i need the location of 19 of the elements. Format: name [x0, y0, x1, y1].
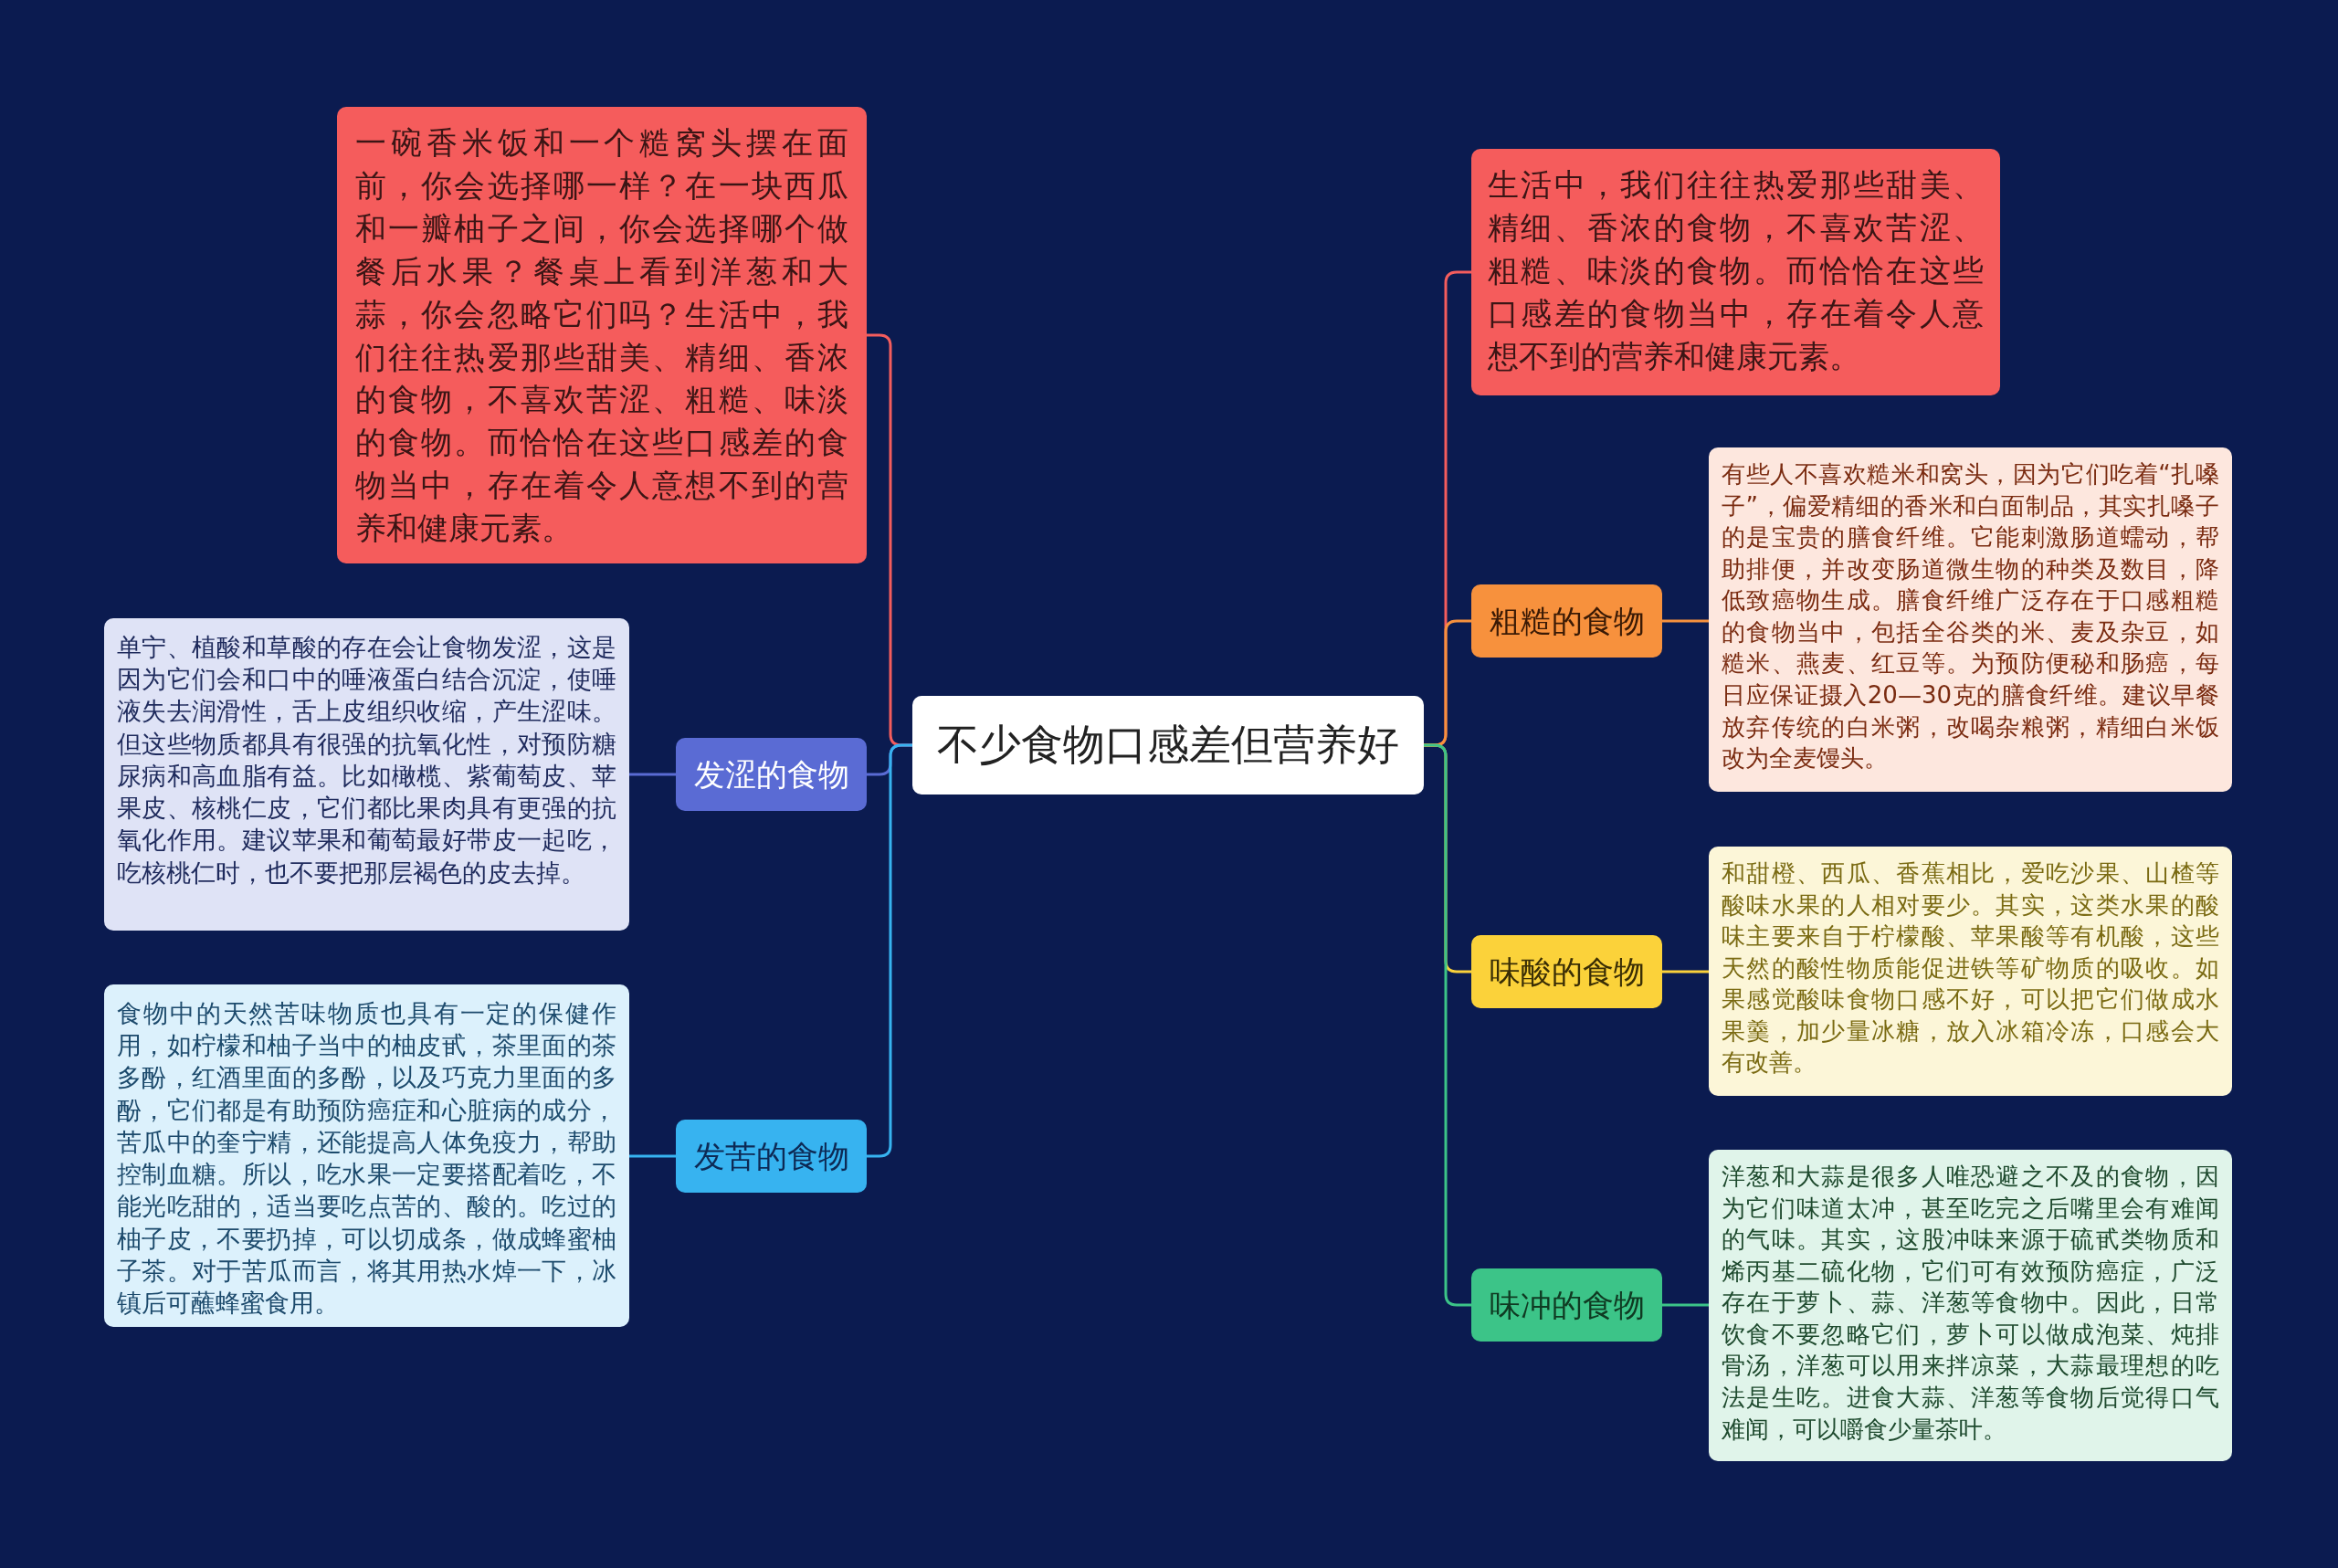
connector-line	[629, 1154, 676, 1158]
text-box: 单宁、植酸和草酸的存在会让食物发涩，这是因为它们会和口中的唾液蛋白结合沉淀，使唾液失去润滑性，舌上皮组织收缩，产生涩味。但这些物质都具有很强的抗氧化性，对预防糖尿病和高血脂有益。比如橄榄、紫葡萄皮、苹果皮、核桃仁皮，它们都比果肉具有更强的抗氧化作用。建议苹果和葡萄最好带皮一起吃，吃核桃仁时，也不要把那层褐色的皮去掉。	[104, 618, 629, 931]
connector-line	[629, 773, 676, 776]
text-box: 有些人不喜欢糙米和窝头，因为它们吃着“扎嗓子”，偏爱精细的香米和白面制品，其实扎嗓子的是宝贵的膳食纤维。它能刺激肠道蠕动，帮助排便，并改变肠道微生物的种类及数目，降低致癌物生成。膳食纤维广泛存在于口感粗糙的食物当中，包括全谷类的米、麦及杂豆，如糙米、燕麦、红豆等。为预防便秘和肠癌，每日应保证摄入20—30克的膳食纤维。建议早餐放弃传统的白米粥，改喝杂粮粥，精细白米饭改为全麦馒头。	[1709, 447, 2232, 792]
text-box: 洋葱和大蒜是很多人唯恐避之不及的食物，因为它们味道太冲，甚至吃完之后嘴里会有难闻的气味。其实，这股冲味来源于硫甙类物质和烯丙基二硫化物，它们可有效预防癌症，广泛存在于萝卜、蒜、洋葱等食物中。因此，日常饮食不要忽略它们，萝卜可以做成泡菜、炖排骨汤，洋葱可以用来拌凉菜，大蒜最理想的吃法是生吃。进食大蒜、洋葱等食物后觉得口气难闻，可以嚼食少量茶叶。	[1709, 1150, 2232, 1461]
topic-box: 粗糙的食物	[1471, 584, 1662, 658]
text-box: 食物中的天然苦味物质也具有一定的保健作用，如柠檬和柚子当中的柚皮甙，茶里面的茶多酚，红酒里面的多酚，以及巧克力里面的多酚，它们都是有助预防癌症和心脏病的成分，苦瓜中的奎宁精，还能提高人体免疫力，帮助控制血糖。所以，吃水果一定要搭配着吃，不能光吃甜的，适当要吃点苦的、酸的。吃过的柚子皮，不要扔掉，可以切成条，做成蜂蜜柚子茶。对于苦瓜而言，将其用热水焯一下，冰镇后可蘸蜂蜜食用。	[104, 984, 629, 1327]
topic-box: 发涩的食物	[676, 738, 867, 811]
text-box: 一碗香米饭和一个糙窝头摆在面前，你会选择哪一样？在一块西瓜和一瓣柚子之间，你会选择哪个做餐后水果？餐桌上看到洋葱和大蒜，你会忽略它们吗？生活中，我们往往热爱那些甜美、精细、香浓的食物，不喜欢苦涩、粗糙、味淡的食物。而恰恰在这些口感差的食物当中，存在着令人意想不到的营养和健康元素。	[337, 107, 867, 563]
topic-box: 味冲的食物	[1471, 1268, 1662, 1342]
connector-line	[1662, 1303, 1709, 1307]
connector-line	[1662, 970, 1709, 973]
topic-box: 味酸的食物	[1471, 935, 1662, 1008]
text-box: 生活中，我们往往热爱那些甜美、精细、香浓的食物，不喜欢苦涩、粗糙、味淡的食物。而恰恰在这些口感差的食物当中，存在着令人意想不到的营养和健康元素。	[1471, 149, 2000, 395]
central-topic-box: 不少食物口感差但营养好	[912, 696, 1424, 795]
connector-line	[867, 743, 912, 1158]
connector-line	[1662, 619, 1709, 623]
topic-box: 发苦的食物	[676, 1120, 867, 1193]
text-box: 和甜橙、西瓜、香蕉相比，爱吃沙果、山楂等酸味水果的人相对要少。其实，这类水果的酸味主要来自于柠檬酸、苹果酸等有机酸，这些天然的酸性物质能促进铁等矿物质的吸收。如果感觉酸味食物口感不好，可以把它们做成水果羹，加少量冰糖，放入冰箱冷冻，口感会大有改善。	[1709, 847, 2232, 1096]
